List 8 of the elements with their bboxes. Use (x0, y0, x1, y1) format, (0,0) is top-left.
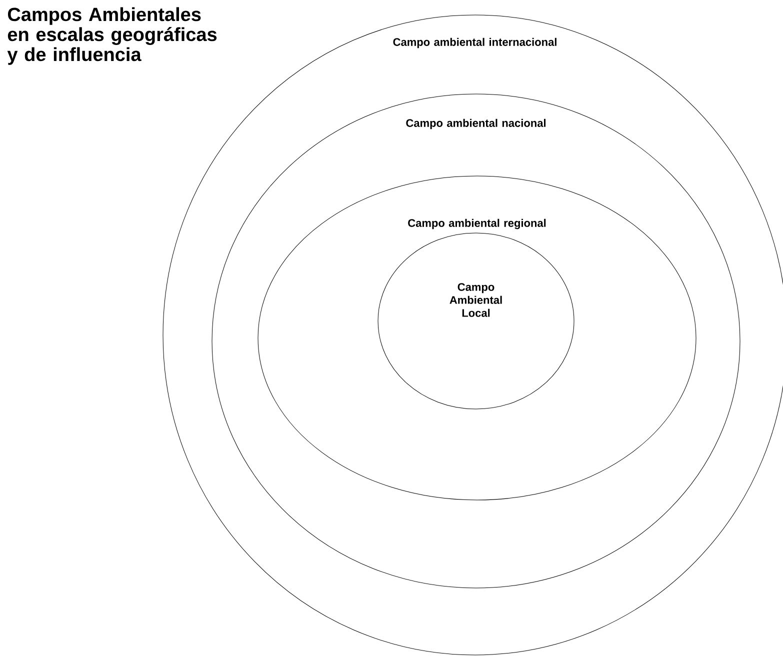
ring-label: Campo Ambiental Local (450, 283, 502, 317)
ring (212, 94, 740, 588)
ring (258, 176, 696, 500)
ring-label: Campo ambiental internacional (393, 38, 556, 48)
ring-label: Campo ambiental nacional (406, 118, 546, 130)
ring (378, 232, 574, 410)
ring-label: Campo ambiental regional (408, 218, 546, 230)
title: Campos Ambientales en escalas geográficas y de influencia (7, 7, 217, 65)
